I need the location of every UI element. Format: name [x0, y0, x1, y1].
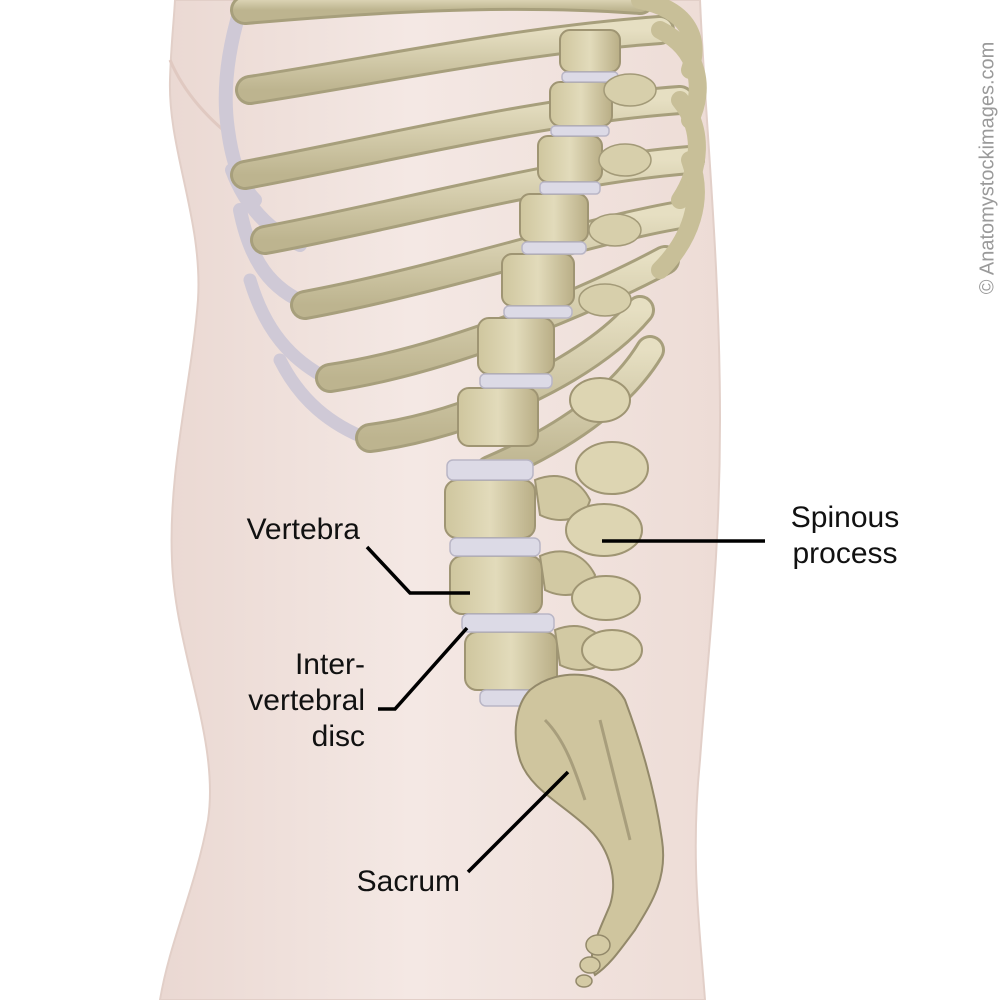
- posterior-ribs: [631, 0, 707, 279]
- thoracic-processes: [578, 73, 657, 317]
- vertebra-label: Vertebra: [246, 513, 360, 546]
- intervertebral-discs: [446, 71, 619, 707]
- spinous-process-label: Spinous process: [790, 501, 900, 570]
- vertebra-leader: [365, 545, 470, 595]
- vertebral-column: [444, 29, 657, 707]
- intervertebral-disc-leader: [378, 626, 469, 711]
- copyright-watermark: © Anatomystockimages.com: [976, 41, 999, 295]
- spinous-processes: [565, 377, 649, 671]
- sacrum-bone: [514, 673, 665, 977]
- sacrum-label: Sacrum: [356, 865, 460, 898]
- sacrum-leader: [466, 770, 570, 874]
- coccyx: [575, 934, 611, 988]
- intervertebral-disc-label: Inter- vertebral disc: [248, 648, 365, 753]
- leader-lines: [365, 539, 765, 874]
- sacrum-shading: [543, 718, 632, 841]
